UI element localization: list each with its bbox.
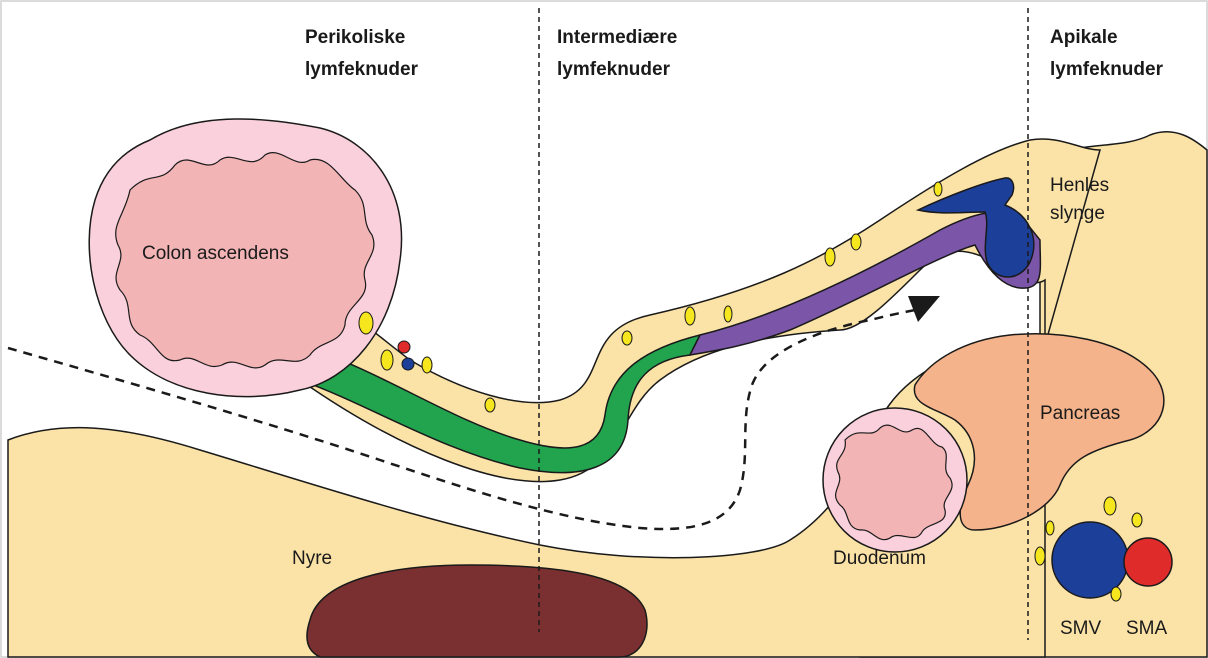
lymph-node <box>1046 521 1054 535</box>
lymph-node <box>622 331 632 345</box>
small-artery-dot <box>398 341 410 353</box>
label-sma: SMA <box>1126 615 1167 643</box>
header-intermediate-line1: Intermediære <box>557 22 677 54</box>
header-apical-line1: Apikale <box>1050 22 1163 54</box>
label-henle: Henles slynge <box>1050 172 1109 228</box>
label-smv: SMV <box>1060 615 1101 643</box>
label-pancreas: Pancreas <box>1040 400 1120 428</box>
lymph-node <box>724 306 732 322</box>
lymph-node <box>359 312 373 334</box>
lymph-node <box>381 350 393 370</box>
lymph-node <box>1104 497 1116 515</box>
label-colon: Colon ascendens <box>142 240 289 268</box>
sma-vessel <box>1124 538 1172 586</box>
header-apical-line2: lymfeknuder <box>1050 54 1163 86</box>
header-pericolic: Perikoliske lymfeknuder <box>305 22 418 86</box>
lymph-node <box>422 357 432 373</box>
header-apical: Apikale lymfeknuder <box>1050 22 1163 86</box>
lymph-node <box>825 248 835 266</box>
header-intermediate: Intermediære lymfeknuder <box>557 22 677 86</box>
lymph-node <box>485 398 495 412</box>
header-pericolic-line1: Perikoliske <box>305 22 418 54</box>
label-kidney: Nyre <box>292 545 332 573</box>
small-vein-dot <box>402 358 414 370</box>
duodenum-lumen <box>836 425 953 540</box>
lymph-node <box>685 307 695 325</box>
label-duodenum: Duodenum <box>833 545 926 573</box>
lymph-node <box>1132 513 1142 527</box>
header-intermediate-line2: lymfeknuder <box>557 54 677 86</box>
lymph-node <box>1111 587 1121 601</box>
lymph-node <box>1035 547 1045 565</box>
lymph-node <box>851 234 861 250</box>
header-pericolic-line2: lymfeknuder <box>305 54 418 86</box>
kidney <box>307 565 647 657</box>
label-henle-line1: Henles <box>1050 172 1109 200</box>
lymph-node <box>934 182 942 196</box>
label-henle-line2: slynge <box>1050 200 1109 228</box>
